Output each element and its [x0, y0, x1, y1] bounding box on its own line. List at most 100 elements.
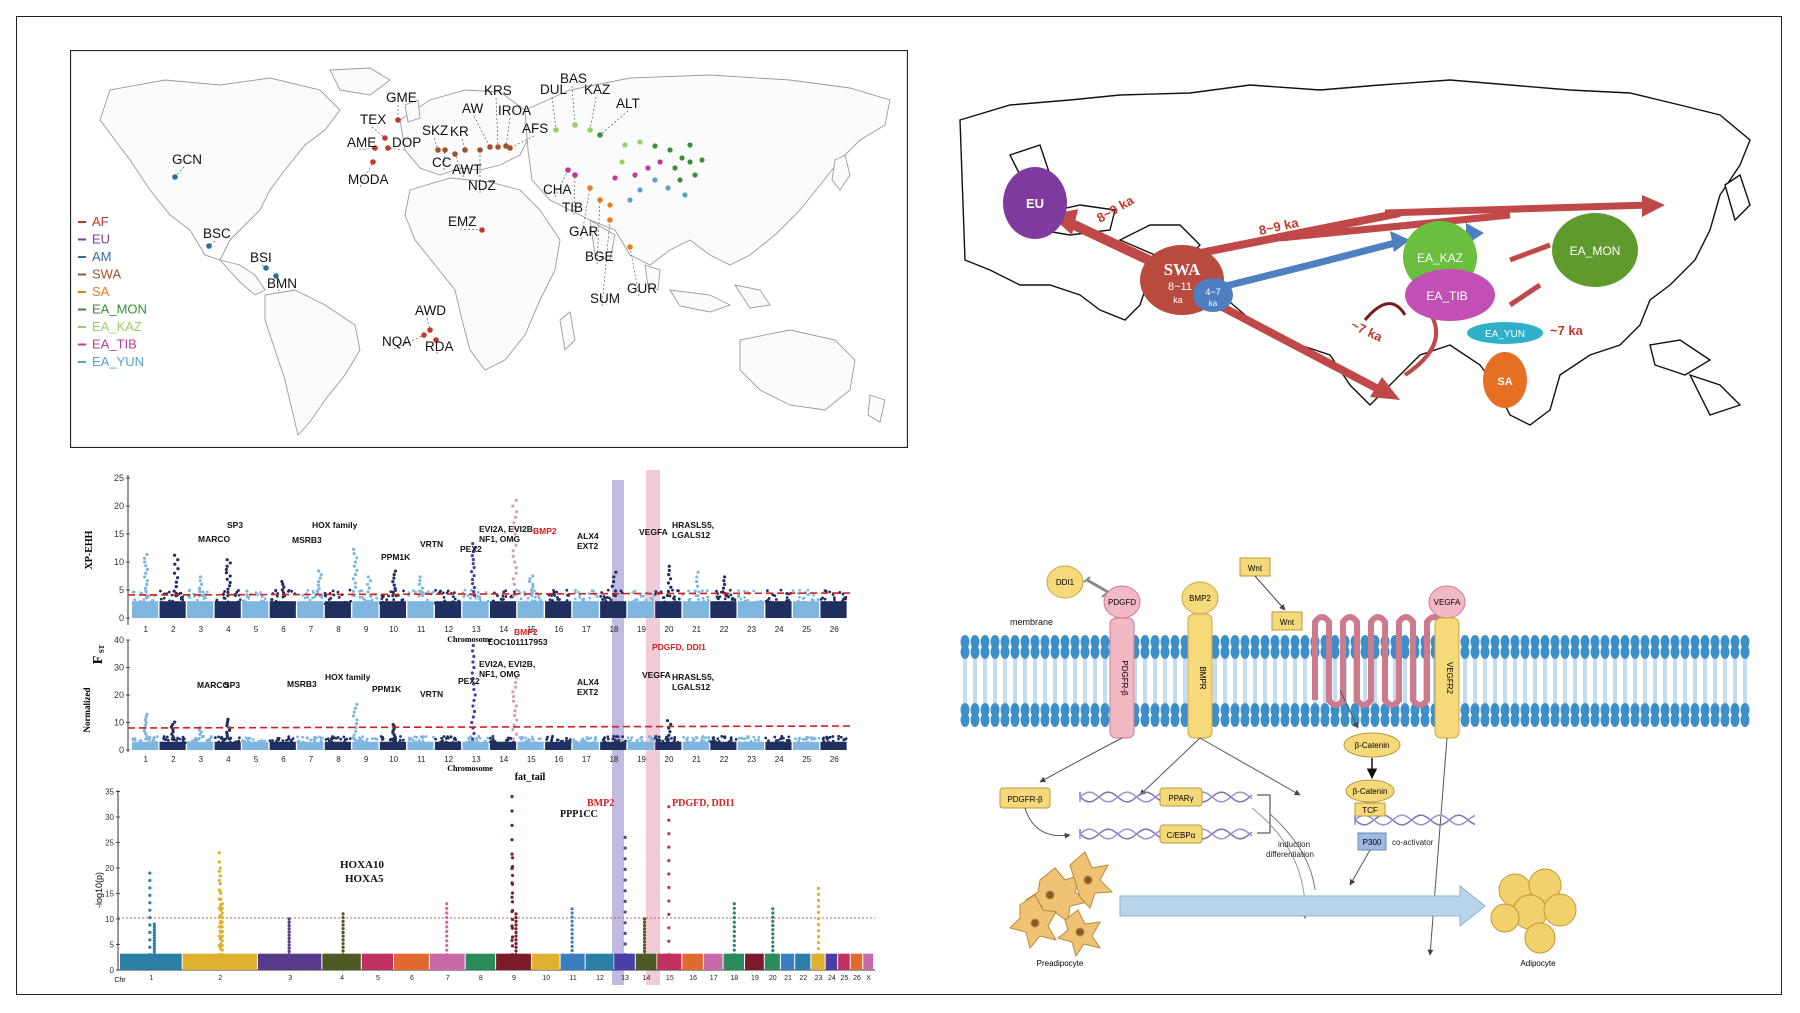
- gwas-snp-point: [217, 860, 221, 864]
- lipid-head: [1620, 645, 1630, 659]
- sample-point: [495, 144, 501, 150]
- snp-point: [776, 601, 780, 605]
- snp-point: [649, 596, 653, 600]
- snp-point: [366, 590, 370, 594]
- snp-point: [320, 596, 324, 600]
- sample-point: [665, 185, 671, 191]
- gwas-snp-band: [394, 953, 429, 970]
- gwas-snp-point: [816, 928, 821, 933]
- snp-point: [514, 515, 518, 519]
- chromosome-label: 10: [389, 625, 398, 634]
- lipid-head: [990, 703, 1000, 717]
- snp-point: [282, 591, 286, 595]
- snp-point: [175, 576, 180, 580]
- lipid-head: [1210, 713, 1220, 727]
- preadipocyte-cells: [1009, 851, 1114, 958]
- snp-point: [201, 590, 205, 594]
- snp-point: [565, 588, 569, 592]
- chromosome-label: 6: [410, 975, 414, 982]
- snp-point: [759, 599, 763, 603]
- legend-item: EA_KAZ: [92, 319, 142, 334]
- lipid-head: [1160, 635, 1170, 649]
- gwas-snp-point: [732, 911, 736, 915]
- snp-point: [713, 739, 717, 743]
- lipid-head: [960, 645, 970, 659]
- snp-point: [182, 737, 186, 741]
- pdgfrb-signal-label: PDGFR-β: [1007, 795, 1043, 804]
- snp-point: [764, 599, 768, 603]
- snp-point: [673, 735, 677, 739]
- snp-point: [668, 730, 672, 734]
- gwas-snp-point: [642, 940, 647, 944]
- snp-point: [624, 739, 627, 743]
- snp-point: [704, 602, 707, 605]
- snp-point: [472, 665, 476, 670]
- lipid-head: [1260, 645, 1270, 659]
- snp-point: [513, 709, 517, 713]
- lipid-head: [1540, 713, 1550, 727]
- lipid-head: [1550, 645, 1560, 659]
- snp-point: [391, 580, 395, 584]
- lipid-head: [1150, 713, 1160, 727]
- snp-point: [512, 521, 516, 525]
- snp-point: [301, 593, 305, 597]
- chromosome-label: 16: [554, 755, 563, 764]
- node-mon: [1552, 213, 1638, 287]
- snp-point: [385, 598, 389, 602]
- sample-label: AFS: [522, 121, 548, 136]
- snp-point: [640, 739, 644, 743]
- gwas-snp-point: [642, 930, 647, 934]
- gwas-snp-point: [732, 902, 736, 906]
- snp-point: [741, 737, 745, 741]
- snp-point: [682, 735, 685, 739]
- gwas-snp-point: [623, 910, 627, 914]
- snp-point: [225, 577, 229, 581]
- lipid-head: [1490, 713, 1500, 727]
- snp-point: [237, 589, 240, 592]
- sample-label: AWD: [415, 303, 446, 318]
- snp-point: [798, 595, 801, 599]
- snp-point: [530, 599, 534, 603]
- sample-point: [652, 143, 658, 149]
- gwas-snp-point: [148, 908, 152, 912]
- snp-point: [787, 739, 791, 743]
- snp-point: [779, 737, 783, 741]
- gwas-snp-band: [257, 953, 322, 970]
- chromosome-label: 16: [689, 975, 697, 982]
- snp-point: [287, 588, 291, 592]
- snp-point: [831, 741, 835, 745]
- chromosome-label: 8: [336, 755, 341, 764]
- snp-band: [434, 741, 462, 750]
- snp-point: [621, 741, 625, 745]
- label-inner-time: 4~7: [1205, 287, 1220, 297]
- gwas-snp-point: [771, 932, 775, 936]
- sample-point: [263, 265, 269, 271]
- gwas-snp-point: [623, 867, 627, 871]
- gwas-snp-band: [635, 953, 657, 970]
- snp-band: [765, 741, 792, 750]
- snp-point: [316, 583, 321, 587]
- fst-xlabel: Chromosome: [447, 764, 493, 773]
- gwas-snp-point: [510, 926, 515, 930]
- snp-point: [470, 671, 474, 675]
- gwas-snp-point: [341, 953, 345, 957]
- preadipocyte-label: Preadipocyte: [1037, 959, 1084, 968]
- snp-point: [613, 738, 617, 742]
- axis-tick-label: 20: [114, 690, 124, 700]
- snp-point: [779, 588, 783, 592]
- chromosome-label: 3: [199, 625, 204, 634]
- chromosome-label: 19: [751, 975, 759, 982]
- lipid-head: [1740, 645, 1750, 659]
- sample-point: [385, 145, 391, 151]
- snp-point: [245, 593, 249, 596]
- gwas-snp-point: [219, 897, 223, 901]
- snp-point: [324, 738, 328, 741]
- snp-point: [243, 599, 246, 603]
- snp-point: [323, 602, 327, 606]
- sample-label: DOP: [392, 135, 421, 150]
- snp-point: [677, 597, 681, 601]
- vegfr2-label: VEGFR2: [1445, 662, 1454, 695]
- snp-point: [807, 592, 811, 596]
- snp-point: [353, 560, 358, 564]
- snp-point: [380, 738, 384, 741]
